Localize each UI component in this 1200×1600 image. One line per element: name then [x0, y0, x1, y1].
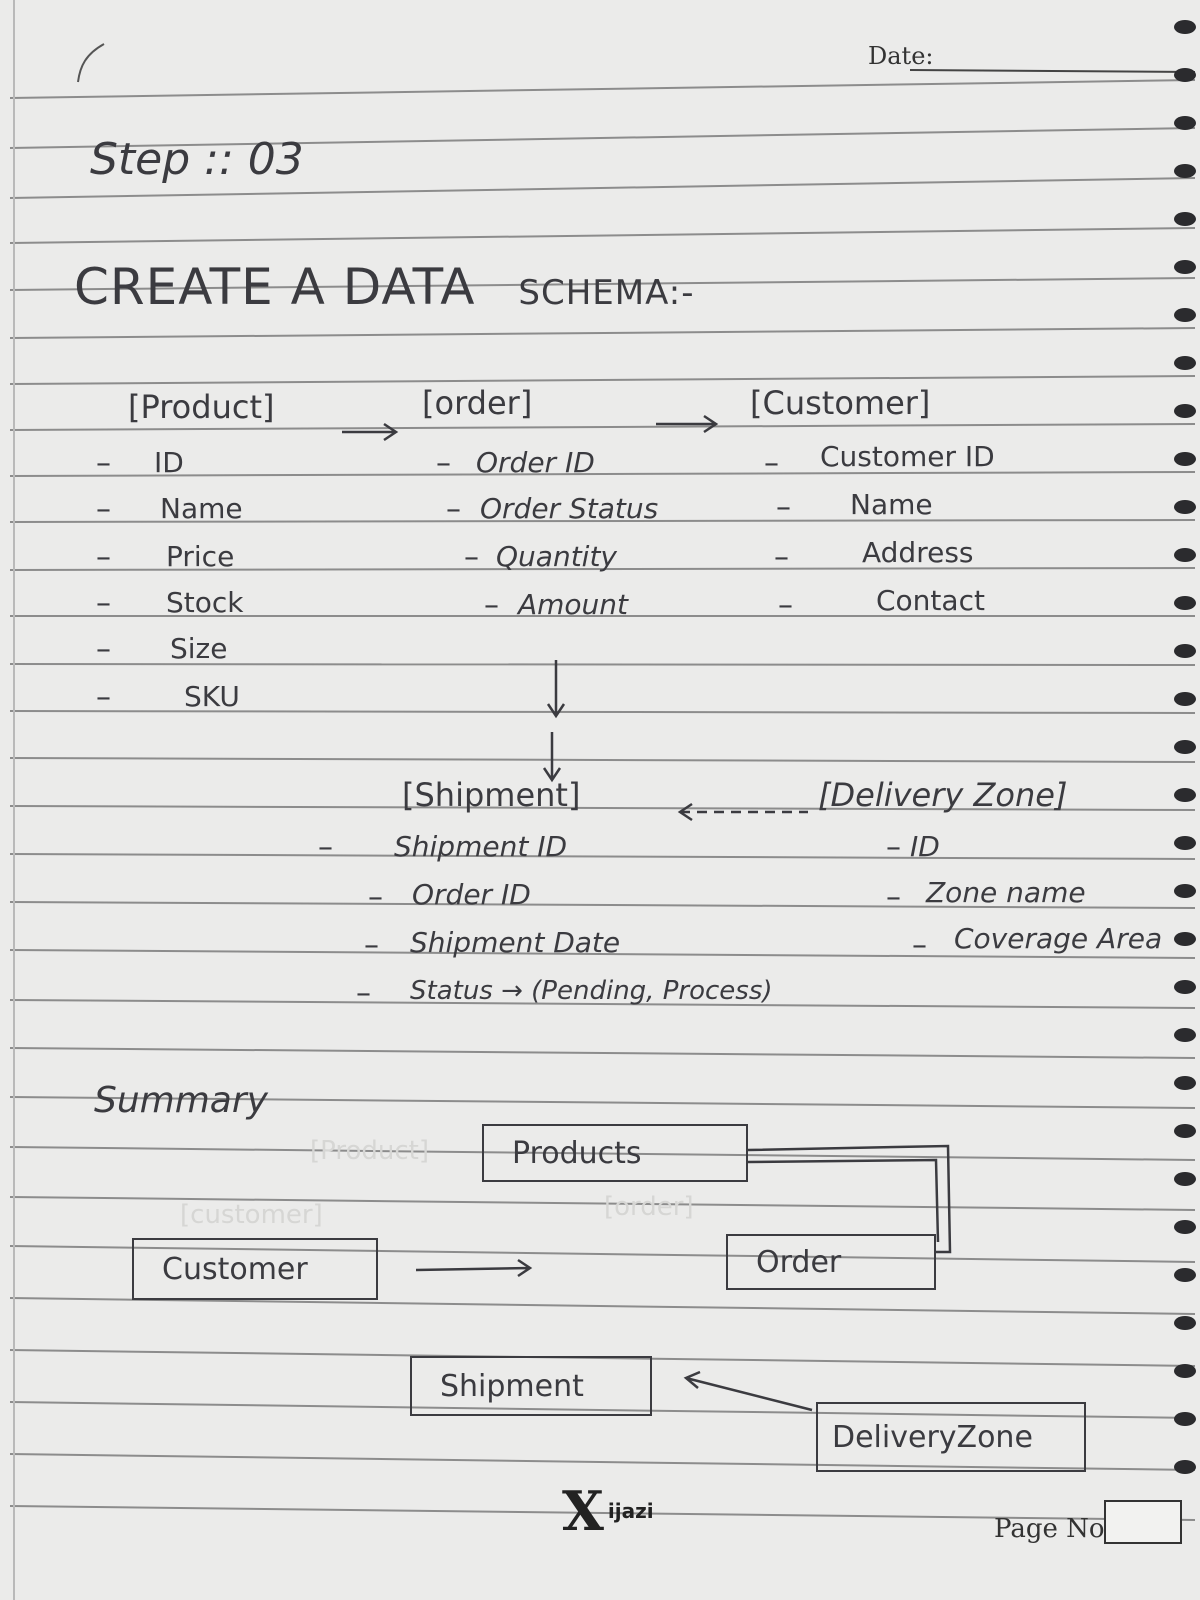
field-product: ID — [154, 446, 184, 479]
binding-hole — [1174, 1076, 1196, 1090]
binding-hole — [1174, 1268, 1196, 1282]
erased-order-label: [order] — [604, 1192, 694, 1222]
field-customer: Customer ID — [820, 440, 995, 473]
binding-hole — [1174, 1028, 1196, 1042]
field-shipment: Shipment Date — [410, 926, 621, 959]
binding-hole — [1174, 164, 1196, 178]
field-delivery-zone: ID — [910, 830, 940, 863]
binding-hole — [1174, 308, 1196, 322]
page-title: CREATE A DATA SCHEMA:- — [74, 258, 695, 316]
binding-hole — [1174, 740, 1196, 754]
entity-delivery-zone-title: [Delivery Zone] — [818, 776, 1068, 814]
binding-hole — [1174, 548, 1196, 562]
brand-x-mark: X — [562, 1479, 604, 1543]
binding-hole — [1174, 212, 1196, 226]
binding-hole — [1174, 644, 1196, 658]
binding-hole — [1174, 1364, 1196, 1378]
entity-shipment-title: [Shipment] — [402, 776, 581, 814]
field-shipment: Status → (Pending, Process) — [410, 976, 773, 1006]
binding-hole — [1174, 788, 1196, 802]
entity-order-title: [order] — [422, 384, 533, 422]
field-product: Price — [166, 540, 235, 573]
entity-customer-title: [Customer] — [750, 384, 931, 422]
binding-hole — [1174, 1316, 1196, 1330]
binding-hole — [1174, 596, 1196, 610]
binding-hole — [1174, 1220, 1196, 1234]
field-customer: Name — [850, 488, 933, 521]
spiral-binding — [1160, 0, 1200, 1600]
field-product: Size — [170, 632, 228, 665]
field-order: Order ID — [476, 446, 595, 479]
binding-hole — [1174, 836, 1196, 850]
step-heading: Step :: 03 — [90, 134, 304, 185]
binding-hole — [1174, 932, 1196, 946]
binding-hole — [1174, 1460, 1196, 1474]
field-shipment: Order ID — [412, 878, 531, 911]
field-delivery-zone: Coverage Area — [954, 922, 1163, 955]
binding-hole — [1174, 1412, 1196, 1426]
title-second: SCHEMA:- — [518, 273, 695, 313]
entity-product-title: [Product] — [128, 388, 275, 426]
field-order: Order Status — [480, 492, 659, 525]
erased-customer-label: [customer] — [180, 1200, 323, 1230]
summary-box-order: Order — [726, 1234, 936, 1290]
binding-hole — [1174, 1172, 1196, 1186]
notebook-brand-logo: X ijazi — [562, 1484, 654, 1538]
binding-hole — [1174, 404, 1196, 418]
binding-hole — [1174, 692, 1196, 706]
brand-name: ijazi — [607, 1499, 654, 1523]
date-label: Date: — [868, 42, 934, 70]
binding-hole — [1174, 500, 1196, 514]
summary-box-shipment: Shipment — [410, 1356, 652, 1416]
field-order: Amount — [518, 588, 629, 621]
field-order: Quantity — [496, 540, 617, 573]
arrows-top — [342, 414, 808, 822]
binding-hole — [1174, 452, 1196, 466]
binding-hole — [1174, 20, 1196, 34]
binding-hole — [1174, 116, 1196, 130]
field-product: Stock — [166, 586, 244, 619]
summary-heading: Summary — [94, 1080, 268, 1121]
page-no-label: Page No. — [994, 1514, 1113, 1544]
binding-hole — [1174, 260, 1196, 274]
binding-hole — [1174, 884, 1196, 898]
binding-hole — [1174, 68, 1196, 82]
binding-hole — [1174, 980, 1196, 994]
field-product: SKU — [184, 680, 240, 713]
page-no-box — [1104, 1500, 1182, 1544]
summary-box-products: Products — [482, 1124, 748, 1182]
field-delivery-zone: Zone name — [926, 876, 1086, 909]
field-product: Name — [160, 492, 243, 525]
binding-hole — [1174, 356, 1196, 370]
summary-box-customer: Customer — [132, 1238, 378, 1300]
field-customer: Contact — [876, 584, 985, 617]
binding-hole — [1174, 1124, 1196, 1138]
summary-box-delivery-zone: DeliveryZone — [816, 1402, 1086, 1472]
erased-product-label: [Product] — [310, 1136, 430, 1166]
title-main: CREATE A DATA — [74, 258, 476, 316]
field-shipment: Shipment ID — [394, 830, 568, 863]
summary-connectors — [415, 1144, 952, 1412]
field-customer: Address — [862, 536, 974, 569]
